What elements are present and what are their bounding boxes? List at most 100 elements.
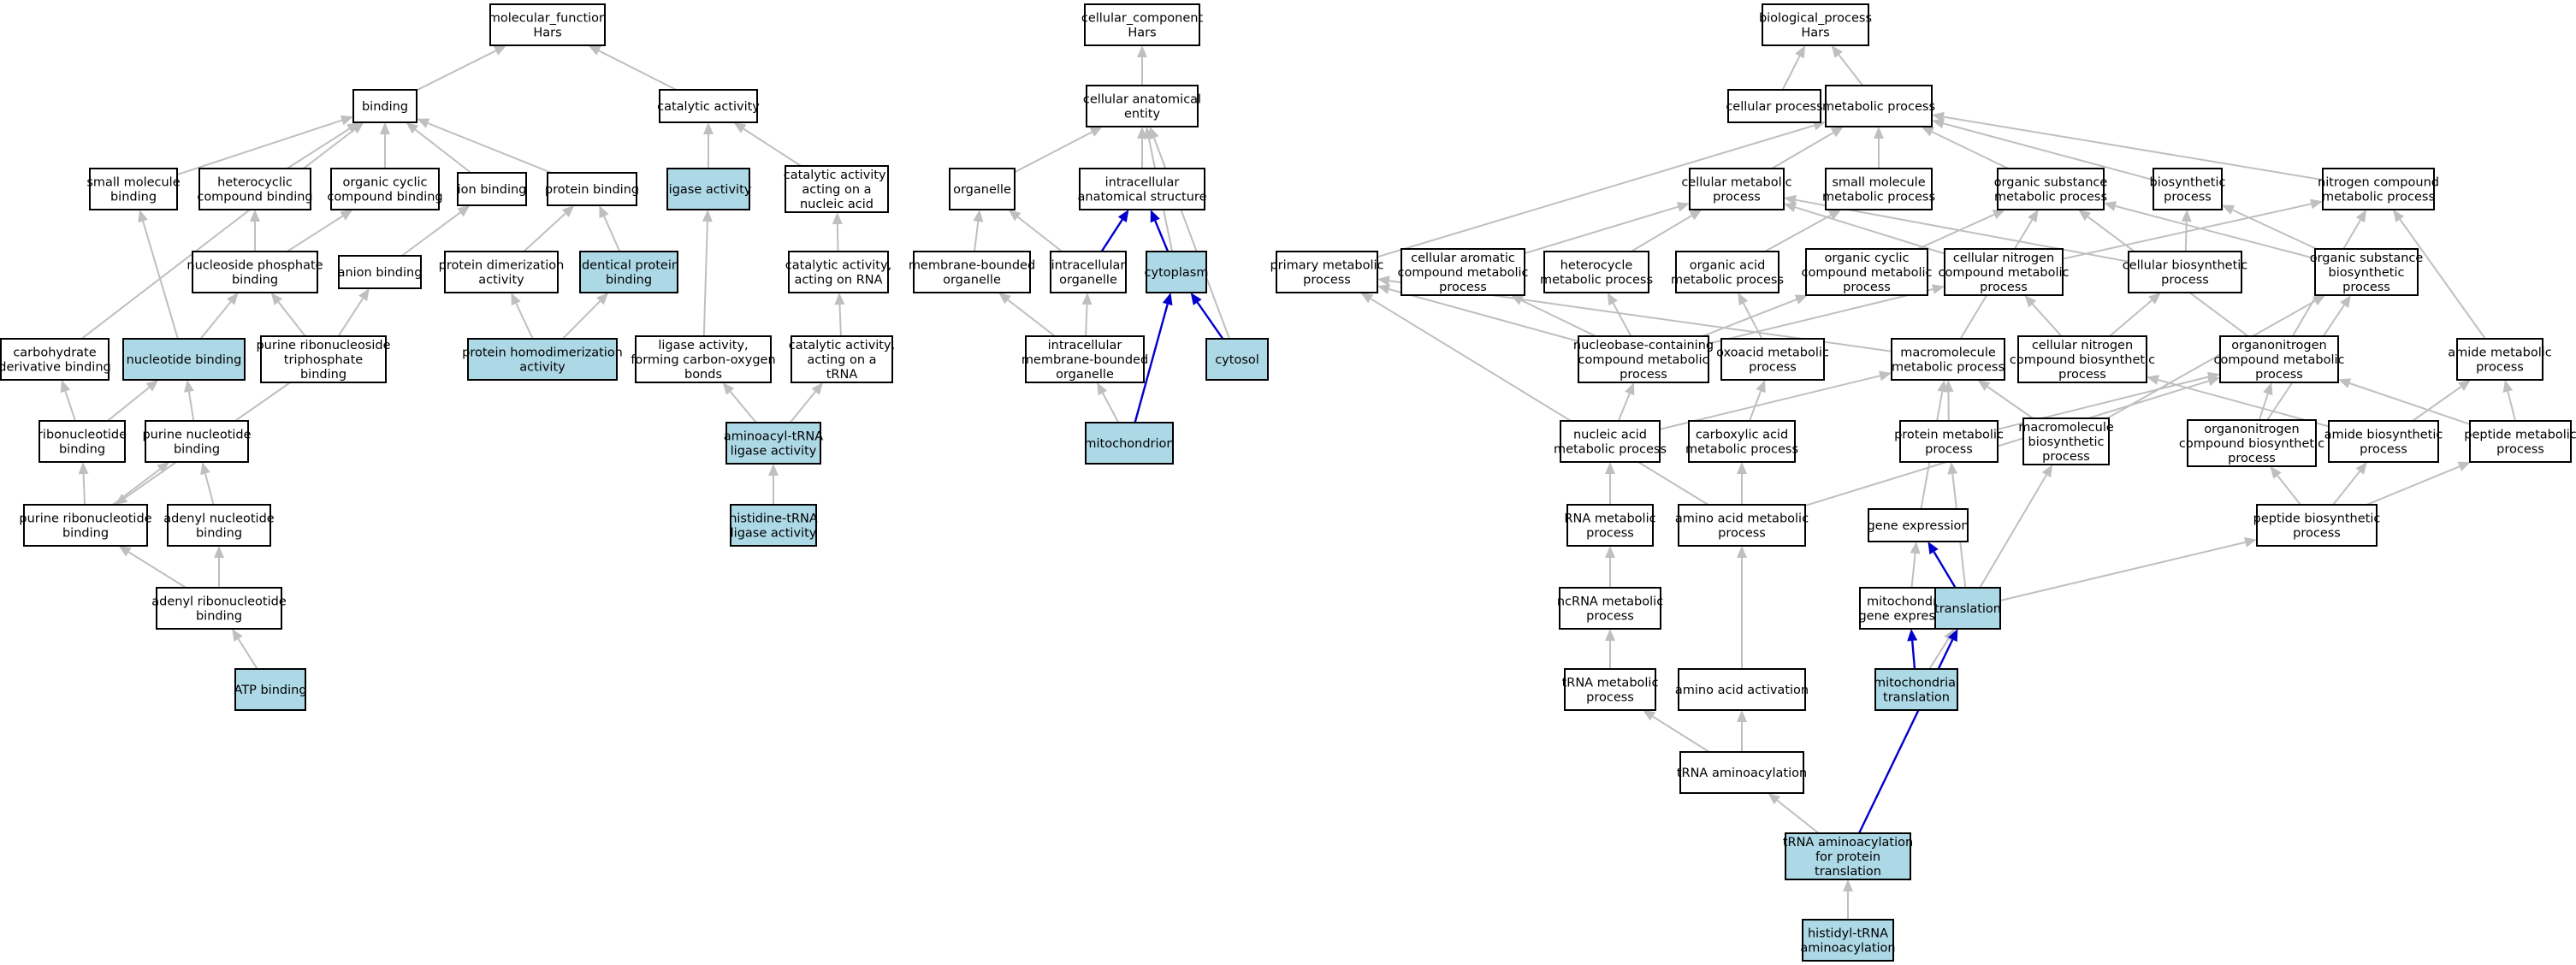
edge-arrowhead (1008, 210, 1022, 222)
edge-line (82, 473, 86, 506)
edge-arrowhead (1907, 629, 1918, 642)
node-trna-aminoacylation[interactable]: tRNA aminoacylation (1677, 751, 1807, 794)
edge-aatrna-to-ligasecob (722, 382, 757, 423)
edge-arrowhead (493, 45, 506, 56)
node-mitochondrion[interactable]: mitochondrion (1084, 422, 1175, 465)
edge-arrowhead (1831, 45, 1843, 58)
edge-trnaprot-to-translation (1857, 629, 1958, 834)
edge-arrowhead (2104, 201, 2117, 211)
edge-cellproc-to-bp (1781, 45, 1805, 91)
edge-trnaprot-to-trnaamino (1768, 793, 1820, 834)
node-atp-binding[interactable]: ATP binding (234, 668, 307, 711)
edge-peptbio-to-orgnitrobio (2270, 466, 2301, 506)
node-box (2128, 251, 2242, 293)
node-protein-binding[interactable]: protein binding (545, 172, 639, 206)
node-box (1146, 251, 1207, 293)
node-cytosol[interactable]: cytosol (1205, 338, 1269, 381)
node-ion-binding[interactable]: ion binding (457, 172, 527, 206)
node-nucleotide-binding[interactable]: nucleotide binding (122, 338, 246, 381)
node-amino-acid-activation[interactable]: amino acid activation (1675, 668, 1809, 711)
node-catalytic-activity-acting-on-rna[interactable]: catalytic activity,acting on RNA (785, 251, 891, 293)
edge-arrowhead (184, 380, 194, 393)
node-ligase-activity-forming-carbon-oxygen-bonds[interactable]: ligase activity,forming carbon-oxygenbon… (631, 335, 776, 383)
node-cytoplasm[interactable]: cytoplasm (1145, 251, 1209, 293)
node-catalytic-activity[interactable]: catalytic activity (657, 89, 760, 123)
node-translation[interactable]: translation (1934, 587, 2001, 630)
node-label-line: carbohydrate (13, 346, 96, 360)
node-anion-binding[interactable]: anion binding (338, 255, 423, 289)
node-metabolic-process[interactable]: metabolic process (1822, 85, 1935, 127)
edge-arrowhead (511, 293, 521, 306)
node-gene-expression[interactable]: gene expression (1867, 508, 1969, 542)
node-cellular-process[interactable]: cellular process (1726, 89, 1823, 123)
node-organelle[interactable]: organelle (949, 168, 1016, 210)
node-ligase-activity[interactable]: ligase activity (666, 168, 752, 210)
node-label-line: compound metabolic (1578, 353, 1709, 367)
node-label-line: process (2164, 191, 2212, 204)
node-label-line: biosynthetic (2329, 266, 2405, 280)
node-binding[interactable]: binding (352, 89, 417, 123)
node-label-line: Hars (1801, 27, 1829, 40)
